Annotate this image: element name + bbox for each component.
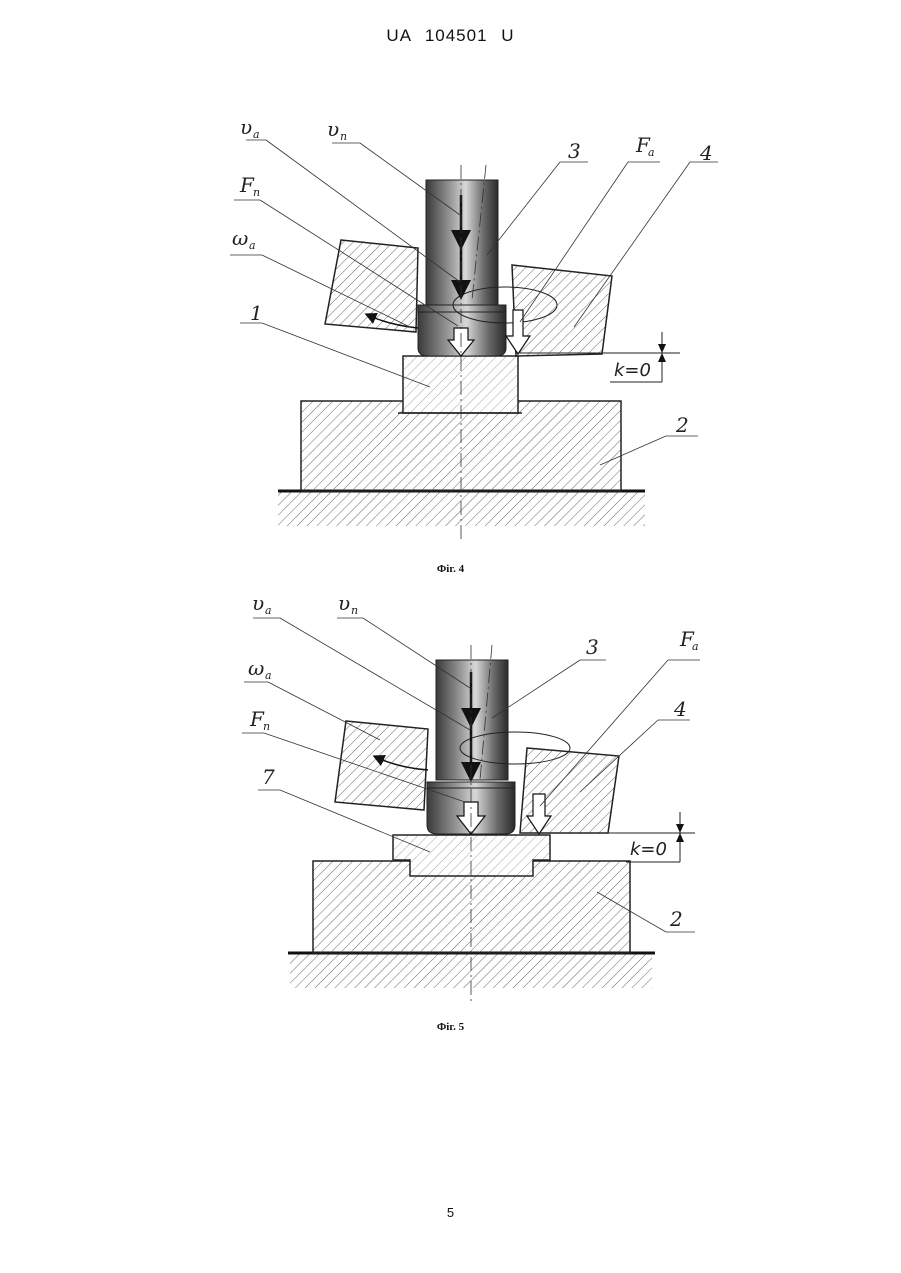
label-force-a-sub: a: [648, 146, 655, 159]
label-omega-a-sub: a: [249, 239, 256, 252]
label-part-2: 2: [669, 907, 683, 931]
label-part-7: 7: [262, 765, 275, 789]
label-force-n-sub: п: [263, 720, 270, 733]
label-velocity-a-sub: a: [265, 604, 272, 617]
label-omega-a: ω: [232, 226, 248, 250]
label-part-2: 2: [675, 413, 689, 437]
label-omega-a: ω: [248, 656, 264, 680]
label-k-zero: k=0: [630, 839, 667, 860]
page-number: 5: [0, 1205, 901, 1220]
left-tool-block: [335, 721, 428, 810]
label-part-3: 3: [586, 635, 599, 659]
label-velocity-n-sub: п: [351, 604, 358, 617]
label-part-3: 3: [568, 139, 581, 163]
figure-4-caption: Фіг. 4: [0, 563, 901, 575]
figure-4-drawing: υ a υ п F п ω a 1 3 F a 4 2 k=0: [0, 100, 901, 560]
label-force-n-sub: п: [253, 186, 260, 199]
label-part-4: 4: [699, 141, 713, 165]
tool-block-4: [512, 265, 612, 356]
label-omega-a-sub: a: [265, 669, 272, 682]
label-k-zero: k=0: [614, 360, 651, 381]
label-velocity-a-sub: a: [253, 128, 260, 141]
figure-5-drawing: υ a υ п ω a F п 7 3 F a 4 2 k=0: [0, 580, 901, 1015]
label-velocity-n-sub: п: [340, 130, 347, 143]
label-velocity-a: υ: [240, 115, 252, 139]
label-velocity-n: υ: [327, 117, 339, 141]
document-number-header: UA 104501 U: [0, 26, 901, 46]
label-part-1: 1: [250, 301, 263, 325]
label-velocity-n: υ: [338, 591, 350, 615]
figure-5-caption: Фіг. 5: [0, 1021, 901, 1033]
label-velocity-a: υ: [252, 591, 264, 615]
left-tool-block: [325, 240, 418, 332]
label-force-a-sub: a: [692, 640, 699, 653]
ground-hatch: [278, 492, 645, 526]
label-part-4: 4: [673, 697, 687, 721]
